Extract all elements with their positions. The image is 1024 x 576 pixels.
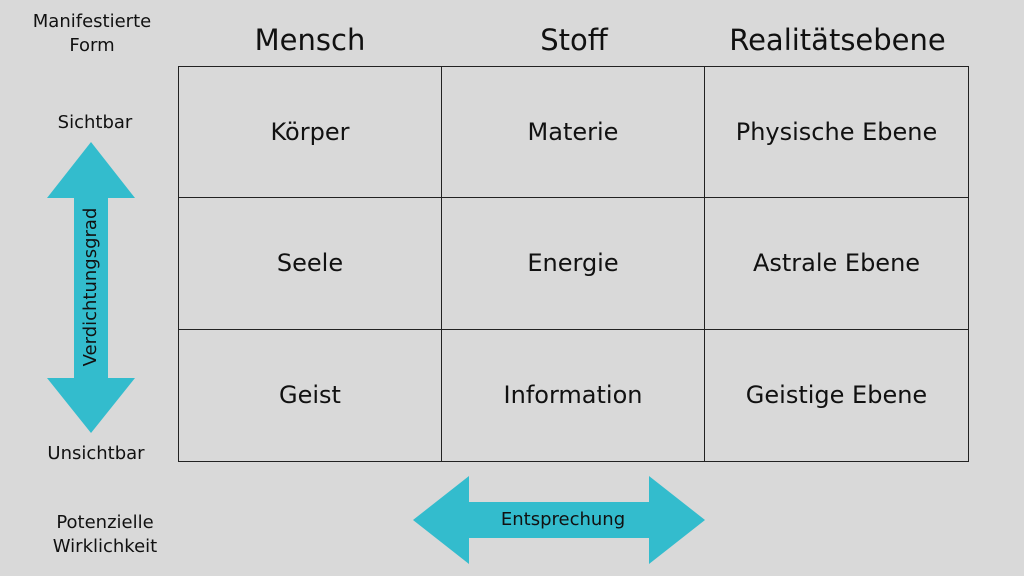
cell-koerper: Körper — [179, 67, 442, 199]
label-manifestierte-form: Manifestierte Form — [32, 11, 152, 56]
horizontal-arrow-shape — [413, 476, 705, 564]
cell-energie: Energie — [442, 198, 705, 330]
correspondence-table: Körper Materie Physische Ebene Seele Ene… — [178, 66, 969, 462]
cell-geistige-ebene: Geistige Ebene — [745, 381, 928, 410]
vertical-arrow-shape — [47, 142, 135, 433]
cell-information: Information — [442, 329, 705, 461]
column-header-mensch: Mensch — [254, 23, 366, 57]
label-unsichtbar: Unsichtbar — [47, 443, 145, 464]
vertical-arrow-label: Verdichtungsgrad — [80, 208, 101, 367]
cell-physische-ebene: Physische Ebene — [705, 67, 968, 199]
cell-geist: Geist — [179, 329, 442, 461]
label-potenzielle-wirklichkeit: Potenzielle Wirklichkeit — [52, 512, 158, 557]
cell-astrale-ebene: Astrale Ebene — [705, 198, 968, 330]
column-header-stoff: Stoff — [540, 23, 608, 57]
column-header-realitaetsebene: Realitätsebene — [729, 23, 946, 57]
vertical-double-arrow: Verdichtungsgrad — [47, 142, 135, 433]
cell-seele: Seele — [179, 198, 442, 330]
horizontal-double-arrow: Entsprechung — [413, 476, 705, 564]
label-sichtbar: Sichtbar — [57, 112, 133, 133]
horizontal-arrow-label: Entsprechung — [501, 509, 625, 530]
cell-materie: Materie — [442, 67, 705, 199]
